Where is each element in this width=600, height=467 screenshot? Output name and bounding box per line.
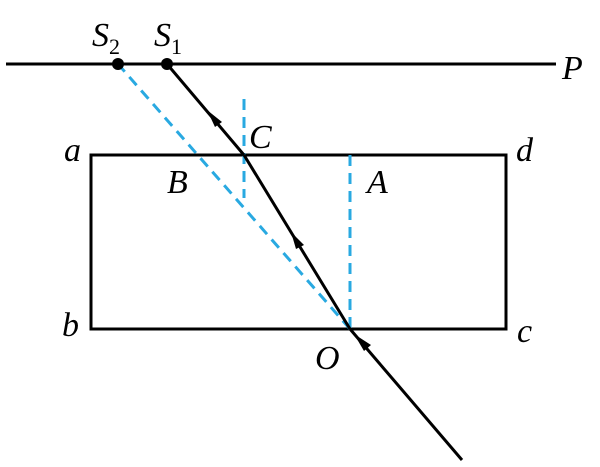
label-a-lower: a xyxy=(64,132,81,169)
arrow-emergent xyxy=(207,110,222,127)
dashed-line-o-s2 xyxy=(116,63,352,330)
point-s2 xyxy=(112,58,124,70)
label-s2: S2 xyxy=(92,17,120,59)
label-a-upper: A xyxy=(365,164,388,201)
glass-block xyxy=(89,153,508,331)
label-b-upper: B xyxy=(167,164,188,201)
label-b-lower: b xyxy=(62,307,79,344)
label-d-lower: d xyxy=(516,132,534,169)
incident-ray xyxy=(348,328,464,461)
label-c-lower: c xyxy=(517,313,532,350)
label-s1: S1 xyxy=(154,17,182,59)
label-p: P xyxy=(561,50,583,87)
point-s1 xyxy=(161,58,173,70)
label-o: O xyxy=(315,340,340,377)
label-c-upper: C xyxy=(249,119,272,156)
arrow-refracted xyxy=(291,232,304,249)
arrow-incident xyxy=(354,334,371,351)
emergent-ray xyxy=(165,63,246,156)
